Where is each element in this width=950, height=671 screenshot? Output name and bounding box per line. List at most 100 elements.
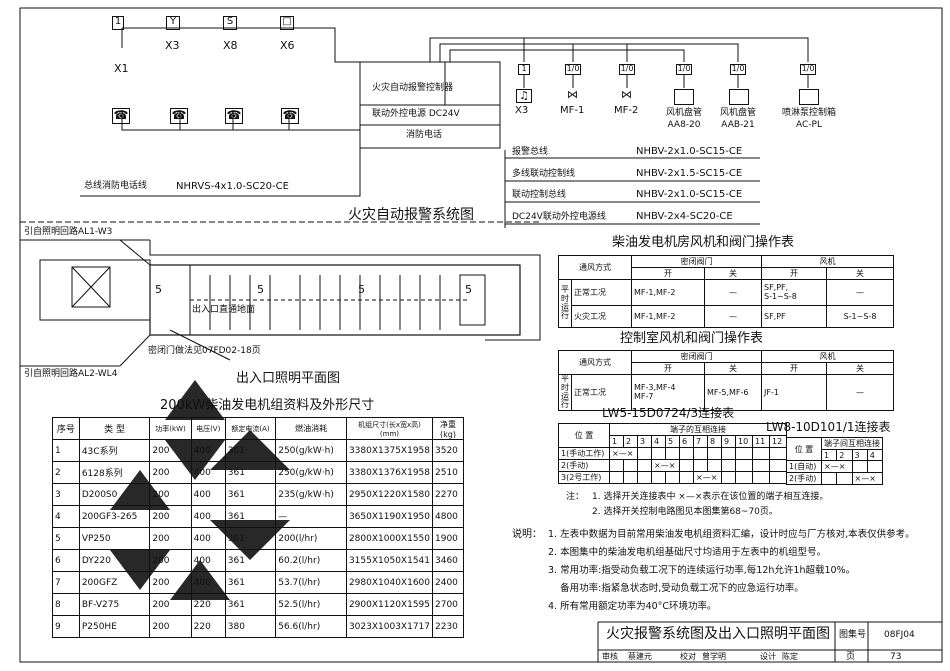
device-box-x3: Y [166, 16, 180, 30]
device-label-x3: X3 [165, 39, 180, 52]
alarm-title: 火灾自动报警系统图 [348, 207, 474, 223]
table-row: 平时运行 正常工况 MF-1,MF-2 — SF,PF, S-1~S-8 — [558, 279, 894, 328]
plan-source-bottom: 引自照明回路AL2-WL4 [24, 369, 118, 379]
device-label: MF-1 [560, 105, 585, 116]
module-box: 1/0 [565, 64, 581, 75]
table-row: 火灾工况 MF-1,MF-2 — SF,PF S-1~S-8 [559, 305, 894, 328]
sign-role: 审核 [602, 652, 618, 661]
phone-jack-icon: ☎ [170, 108, 188, 124]
cable-name: 多线联动控制线 [512, 169, 576, 179]
valve-icon: ⋈ [621, 88, 632, 101]
plan-exit-label: 出入口直通地面 [192, 305, 256, 315]
device-box-x8: S [223, 16, 237, 30]
notes2-label: 说明： [512, 529, 542, 540]
alarm-bus-right [429, 37, 809, 62]
module-box: 1/0 [619, 64, 635, 75]
device-label-x1: X1 [114, 62, 129, 75]
page-label: 页 [846, 652, 856, 662]
controller-title: 火灾自动报警控制器 [372, 83, 454, 93]
plan-source-top: 引自照明回路AL1-W3 [24, 227, 113, 237]
phone-line-spec: NHRVS-4x1.0-SC20-CE [176, 181, 289, 192]
phone-line-name: 总线消防电话线 [84, 181, 148, 191]
table-row: 2(手动)×—× [558, 459, 787, 472]
gen-col-header: 电压(V) [190, 417, 226, 440]
notes2-item: 2. 本图集中的柴油发电机组基础尺寸均适用于左表中的机组型号。 [548, 547, 827, 558]
table-row: 1(手动工作)×—× [558, 447, 787, 460]
controller-phone: 消防电话 [406, 130, 443, 140]
alarm-bus-top [122, 27, 360, 63]
atlas-number: 08FJ04 [884, 630, 915, 640]
device-label: 风机盘管 AA8-20 [666, 108, 703, 130]
ops1-table: 通风方式 密闭阀门 风机 开 关 开 关 平时运行 正常工况 MF-1,MF-2… [558, 255, 894, 328]
ops1-title: 柴油发电机房风机和阀门操作表 [612, 235, 795, 250]
plan-digit: 5 [358, 283, 365, 296]
device-label-x6: X6 [280, 39, 295, 52]
gen-table: 序号 类 型 功率(kW) 电压(V) 额定电流(A) 燃油消耗 机组尺寸(长x… [52, 417, 464, 638]
gen-col-header: 类 型 [78, 417, 151, 440]
plan-digit: 5 [257, 283, 264, 296]
gen-col-header: 机组尺寸(长x宽x高)(mm) [345, 417, 434, 440]
page-number: 73 [890, 652, 902, 662]
plan-digit: 5 [155, 283, 162, 296]
sign-role: 设计 [760, 652, 776, 661]
cable-spec: NHBV-2x4-SC20-CE [636, 211, 733, 222]
table-row: 平时运行 正常工况 MF-3,MF-4 MF-7 MF-5,MF-6 JF-1 … [558, 373, 894, 412]
fan-coil-box [729, 89, 749, 105]
gen-col-header: 额定电流(A) [224, 417, 277, 440]
alarm-bell-icon: ♫ [516, 89, 532, 103]
gen-table-header: 序号 类 型 功率(kW) 电压(V) 额定电流(A) 燃油消耗 机组尺寸(长x… [52, 417, 464, 440]
pump-box [799, 89, 819, 105]
module-box: 1/0 [676, 64, 692, 75]
valve-icon: ⋈ [567, 88, 578, 101]
device-label: 风机盘管 AAB-21 [720, 108, 757, 130]
gen-col-header: 燃油消耗 [275, 417, 347, 440]
device-label: MF-2 [614, 105, 639, 116]
ops2-title: 控制室风机和阀门操作表 [620, 331, 764, 346]
device-label-x8: X8 [223, 39, 238, 52]
cable-spec: NHBV-2x1.0-SC15-CE [636, 189, 743, 200]
notes1-item: 1. 选择开关连接表中 ×—×表示在该位置的端子相互连接。 [592, 492, 829, 502]
phone-jack-icon: ☎ [225, 108, 243, 124]
table-row: 2(手动)×—× [786, 472, 883, 485]
gen-col-header: 净重(kg) [432, 417, 464, 440]
cable-spec: NHBV-2x1.0-SC15-CE [636, 146, 743, 157]
gen-col-header: 序号 [52, 417, 80, 440]
gen-col-header: 功率(kW) [149, 417, 192, 440]
sign-name: 曾学明 [702, 652, 726, 661]
phone-jack-icon: ☎ [281, 108, 299, 124]
module-box: 1/0 [730, 64, 746, 75]
lw5-title: LW5-15D0724/3连接表 [602, 406, 735, 420]
phone-bus [121, 110, 360, 131]
sign-name: 蔡建元 [628, 652, 652, 661]
plan-title: 出入口照明平面图 [236, 371, 341, 386]
plan-stair-note: 密闭门做法见07FD02-18页 [148, 346, 261, 356]
controller-power: 联动外控电源 DC24V [372, 109, 460, 119]
table-row: 1(自动)×—× [786, 460, 884, 473]
notes1-label: 注： [566, 492, 585, 502]
device-label: X3 [515, 105, 529, 116]
notes1-item: 2. 选择开关控制电路图见本图集第68~70页。 [592, 507, 778, 517]
sign-role: 校对 [680, 652, 696, 661]
cable-name: DC24V联动外控电源线 [512, 212, 606, 222]
notes2-item: 4. 所有常用额定功率为40°C环境功率。 [548, 601, 717, 612]
drawing-title: 火灾报警系统图及出入口照明平面图 [606, 626, 830, 642]
module-box: 1 [518, 64, 530, 75]
device-box-x6: □ [280, 16, 294, 30]
notes2-item: 1. 左表中数据为目前常用柴油发电机组资料汇编，设计时应与厂方核对,本表仅供参考… [548, 529, 915, 540]
cable-name: 联动控制总线 [512, 190, 567, 200]
cable-name: 报警总线 [512, 147, 549, 157]
table-row: 3(2号工作)×—× [558, 471, 787, 484]
notes2-item: 备用功率:指紧急状态时,受动负载工况下的应急运行功率。 [548, 583, 804, 594]
plan-digit: 5 [465, 283, 472, 296]
